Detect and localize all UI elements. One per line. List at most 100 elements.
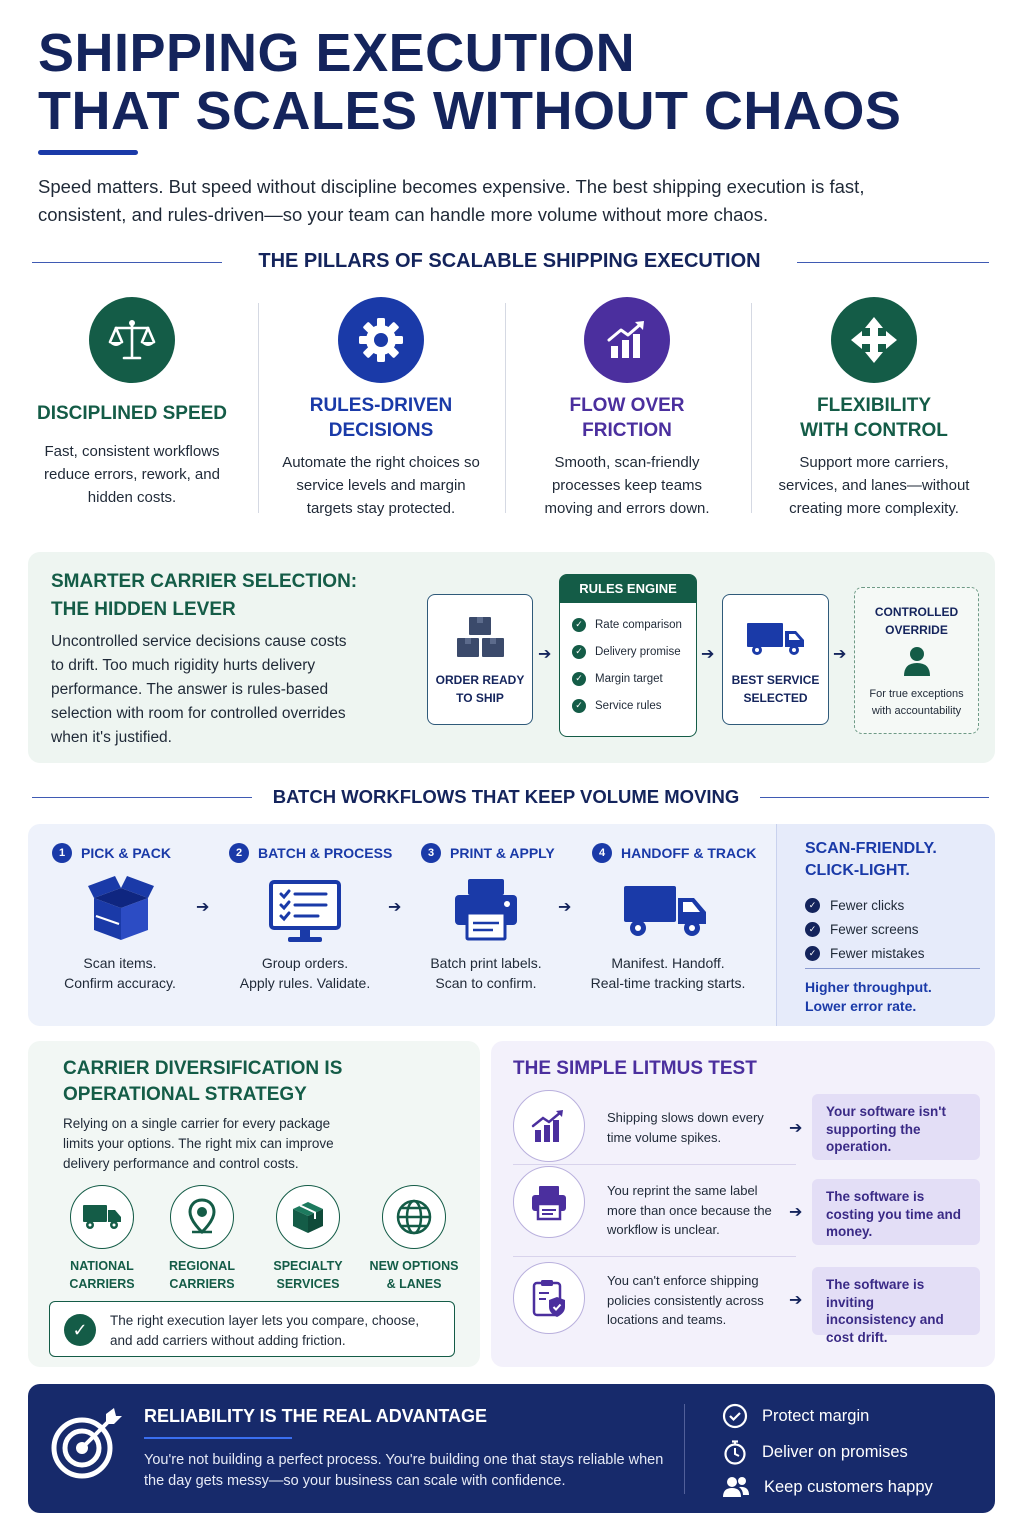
stopwatch-icon	[722, 1439, 748, 1465]
divider	[513, 1256, 796, 1257]
title-underline	[38, 150, 138, 155]
step-text: Manifest. Handoff. Real-time tracking st…	[590, 955, 746, 991]
footer-item-protect-margin: Protect margin	[722, 1403, 869, 1429]
growth-chart-icon	[584, 297, 670, 383]
step-text: Scan items. Confirm accuracy.	[64, 955, 176, 991]
section-divider-right	[760, 797, 989, 798]
pillar-flexibility: FLEXIBILITY WITH CONTROL Support more ca…	[754, 297, 994, 520]
section-divider-left	[32, 797, 252, 798]
scan-friendly-footer: Higher throughput. Lower error rate.	[805, 979, 932, 1014]
carrier-option-new-lanes: NEW OPTIONS& LANES	[359, 1185, 469, 1293]
diversification-text: Relying on a single carrier for every pa…	[63, 1116, 334, 1171]
diversification-note: ✓ The right execution layer lets you com…	[49, 1301, 455, 1357]
litmus-row-text: You can't enforce shipping policies cons…	[607, 1273, 764, 1327]
carrier-selection-text: Uncontrolled service decisions cause cos…	[51, 633, 347, 746]
check-icon: ✓	[572, 698, 586, 713]
scales-icon	[89, 297, 175, 383]
arrow-right-icon: ➔	[833, 646, 847, 663]
boxes-icon	[456, 615, 506, 664]
list-item: ✓Rate comparison	[572, 611, 696, 638]
list-item: ✓Margin target	[572, 665, 696, 692]
controlled-override-box: CONTROLLED OVERRIDE For true exceptions …	[854, 587, 979, 734]
step-text: Batch print labels. Scan to confirm.	[430, 955, 542, 991]
pillar-text: Support more carriers, services, and lan…	[778, 454, 970, 517]
rules-engine-list: ✓Rate comparison ✓Delivery promise ✓Marg…	[560, 603, 696, 719]
footer-banner	[28, 1384, 995, 1513]
truck-icon	[622, 884, 708, 943]
pillar-title: FLEXIBILITY WITH CONTROL	[800, 395, 948, 441]
pillars-heading: THE PILLARS OF SCALABLE SHIPPING EXECUTI…	[258, 250, 761, 272]
check-circle-icon	[722, 1403, 748, 1429]
gear-icon	[338, 297, 424, 383]
globe-icon	[382, 1185, 446, 1249]
move-arrows-icon	[831, 297, 917, 383]
truck-icon	[70, 1185, 134, 1249]
target-icon	[48, 1406, 124, 1487]
pillar-title: DISCIPLINED SPEED	[36, 403, 228, 424]
open-box-icon	[86, 876, 156, 947]
section-divider-left	[32, 262, 222, 263]
check-icon: ✓	[64, 1314, 96, 1346]
list-item: ✓Delivery promise	[572, 638, 696, 665]
litmus-row-text: You reprint the same label more than onc…	[607, 1183, 772, 1237]
arrow-right-icon: ➔	[789, 1292, 803, 1309]
arrow-right-icon: ➔	[538, 646, 552, 663]
pillar-separator	[505, 303, 506, 513]
divider	[805, 968, 980, 969]
check-icon: ✓	[805, 945, 820, 961]
footer-title: RELIABILITY IS THE REAL ADVANTAGE	[144, 1406, 488, 1426]
scan-friendly-list: ✓Fewer clicks ✓Fewer screens ✓Fewer mist…	[805, 893, 925, 965]
check-icon: ✓	[805, 921, 820, 937]
pillar-rules-driven: RULES-DRIVEN DECISIONS Automate the righ…	[261, 297, 501, 520]
list-item: ✓Fewer screens	[805, 917, 925, 941]
printer-icon	[453, 877, 519, 946]
list-item: ✓Fewer clicks	[805, 893, 925, 917]
litmus-verdict: Your software isn't supporting the opera…	[812, 1094, 980, 1160]
check-icon: ✓	[805, 897, 820, 913]
footer-title-underline	[144, 1437, 292, 1439]
best-service-box: BEST SERVICE SELECTED	[722, 594, 829, 725]
check-icon: ✓	[572, 617, 586, 632]
footer-item-deliver-promises: Deliver on promises	[722, 1439, 908, 1465]
arrow-right-icon: ➔	[789, 1204, 803, 1221]
rules-engine-box: RULES ENGINE ✓Rate comparison ✓Delivery …	[559, 574, 697, 737]
truck-icon	[746, 621, 806, 662]
clipboard-shield-icon	[513, 1262, 585, 1334]
printer-icon	[513, 1166, 585, 1238]
arrow-right-icon: ➔	[196, 899, 210, 916]
title-line-2: THAT SCALES WITHOUT CHAOS	[38, 81, 902, 141]
litmus-verdict: The software is costing you time and mon…	[812, 1179, 980, 1245]
note-text: The right execution layer lets you compa…	[110, 1313, 420, 1348]
intro-text: Speed matters. But speed without discipl…	[38, 176, 865, 225]
check-icon: ✓	[572, 644, 586, 659]
list-item: ✓Service rules	[572, 692, 696, 719]
footer-divider	[684, 1404, 685, 1494]
pillar-text: Automate the right choices so service le…	[282, 454, 480, 517]
arrow-right-icon: ➔	[701, 646, 715, 663]
diversification-title: CARRIER DIVERSIFICATION IS OPERATIONAL S…	[63, 1058, 343, 1105]
footer-item-customers-happy: Keep customers happy	[722, 1475, 933, 1499]
people-icon	[722, 1475, 750, 1499]
litmus-title: THE SIMPLE LITMUS TEST	[513, 1058, 757, 1079]
override-text: For true exceptions with accountability	[869, 688, 964, 717]
page-title: SHIPPING EXECUTION THAT SCALES WITHOUT C…	[38, 24, 901, 140]
title-line-1: SHIPPING EXECUTION	[38, 23, 636, 83]
pillar-flow-over-friction: FLOW OVER FRICTION Smooth, scan-friendly…	[507, 297, 747, 520]
pillar-separator	[751, 303, 752, 513]
pillar-separator	[258, 303, 259, 513]
order-ready-label: ORDER READY TO SHIP	[435, 673, 525, 705]
person-icon	[903, 645, 931, 682]
check-icon: ✓	[572, 671, 586, 686]
litmus-verdict: The software is inviting inconsistency a…	[812, 1267, 980, 1345]
litmus-row-text: Shipping slows down every time volume sp…	[607, 1110, 764, 1145]
growth-chart-icon	[513, 1090, 585, 1162]
